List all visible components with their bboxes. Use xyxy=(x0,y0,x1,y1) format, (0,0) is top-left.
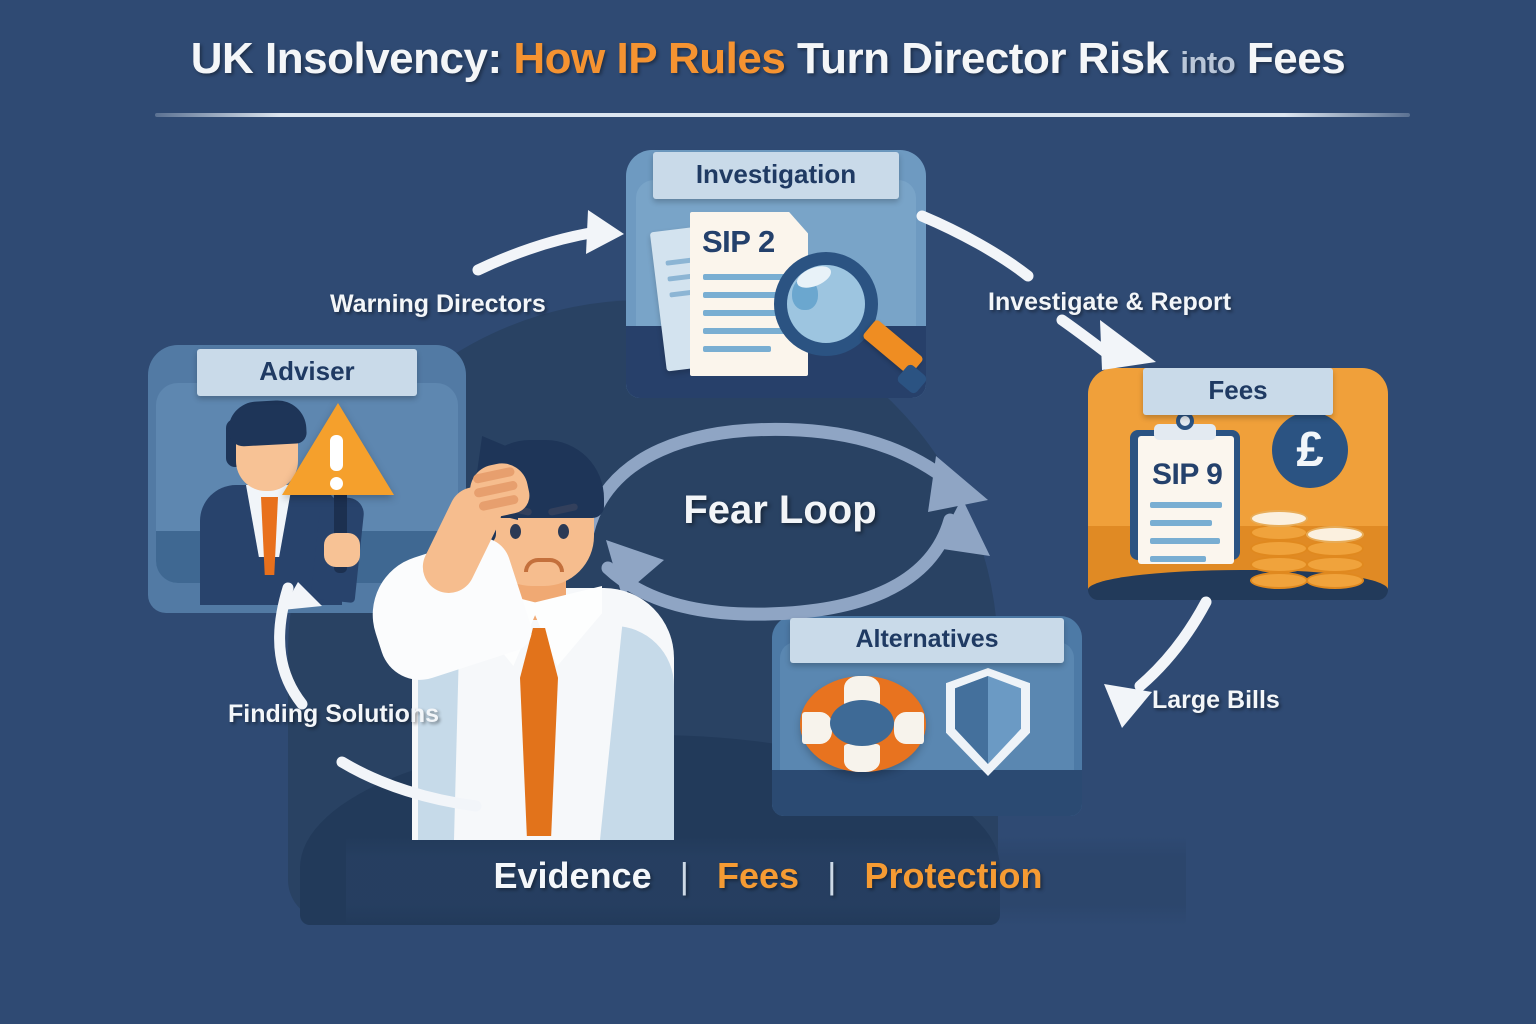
clipboard-paper: SIP 9 xyxy=(1138,436,1234,564)
figure-eye-right xyxy=(558,524,569,539)
arrow-warning-directors xyxy=(472,210,624,276)
warning-exclamation-bar xyxy=(330,435,343,471)
node-adviser[interactable]: Adviser xyxy=(148,345,466,613)
node-adviser-label: Adviser xyxy=(197,349,417,396)
footer-item-evidence: Evidence xyxy=(493,855,652,896)
lifebuoy-hole xyxy=(830,700,894,746)
center-label-text: Fear Loop xyxy=(683,488,877,532)
title-part-3: Turn Director Risk xyxy=(797,34,1169,83)
edge-label-finding-solutions: Finding Solutions xyxy=(228,700,440,728)
footer-background xyxy=(346,836,1186,926)
edge-label-warning-directors: Warning Directors xyxy=(330,290,546,318)
title-part-5: Fees xyxy=(1246,34,1346,83)
lifebuoy-segment xyxy=(844,744,880,772)
node-investigation[interactable]: SIP 2 Investigation xyxy=(626,150,929,398)
title-part-4: into xyxy=(1180,45,1236,80)
title-part-1: UK Insolvency: xyxy=(190,34,502,83)
lifebuoy-segment xyxy=(802,712,832,744)
page-title: UK Insolvency: How IP Rules Turn Directo… xyxy=(0,34,1536,84)
footer-item-fees: Fees xyxy=(717,855,800,896)
warning-exclamation-dot xyxy=(330,477,343,490)
footer-item-protection: Protection xyxy=(864,855,1043,896)
businessman-hand xyxy=(324,533,360,567)
lifebuoy-segment xyxy=(894,712,924,744)
node-alternatives[interactable]: Alternatives xyxy=(772,616,1082,816)
figure-tie xyxy=(520,628,558,836)
figure-eye-left xyxy=(510,524,521,539)
document-title: SIP 2 xyxy=(702,224,775,259)
title-text: UK Insolvency: How IP Rules Turn Directo… xyxy=(0,34,1536,84)
edge-label-large-bills: Large Bills xyxy=(1152,686,1280,714)
clipboard-title: SIP 9 xyxy=(1152,458,1223,491)
clipboard-clamp xyxy=(1154,424,1216,440)
footer: Evidence | Fees | Protection xyxy=(0,855,1536,897)
node-investigation-label: Investigation xyxy=(653,152,899,199)
node-alternatives-label: Alternatives xyxy=(790,618,1064,663)
center-label: Fear Loop xyxy=(0,488,1536,533)
title-part-2: How IP Rules xyxy=(513,34,786,83)
businessman-tie xyxy=(261,497,278,575)
alternatives-panel-floor xyxy=(772,770,1082,816)
node-fees-label: Fees xyxy=(1143,368,1333,415)
node-fees[interactable]: SIP 9 £ Fees xyxy=(1088,368,1388,600)
worried-director-illustration xyxy=(357,436,702,840)
title-divider xyxy=(155,113,1410,117)
footer-separator: | xyxy=(827,855,837,896)
edge-label-investigate-report: Investigate & Report xyxy=(988,288,1232,316)
footer-separator: | xyxy=(679,855,689,896)
figure-mouth xyxy=(524,558,564,572)
pound-coin-icon: £ xyxy=(1272,412,1348,488)
